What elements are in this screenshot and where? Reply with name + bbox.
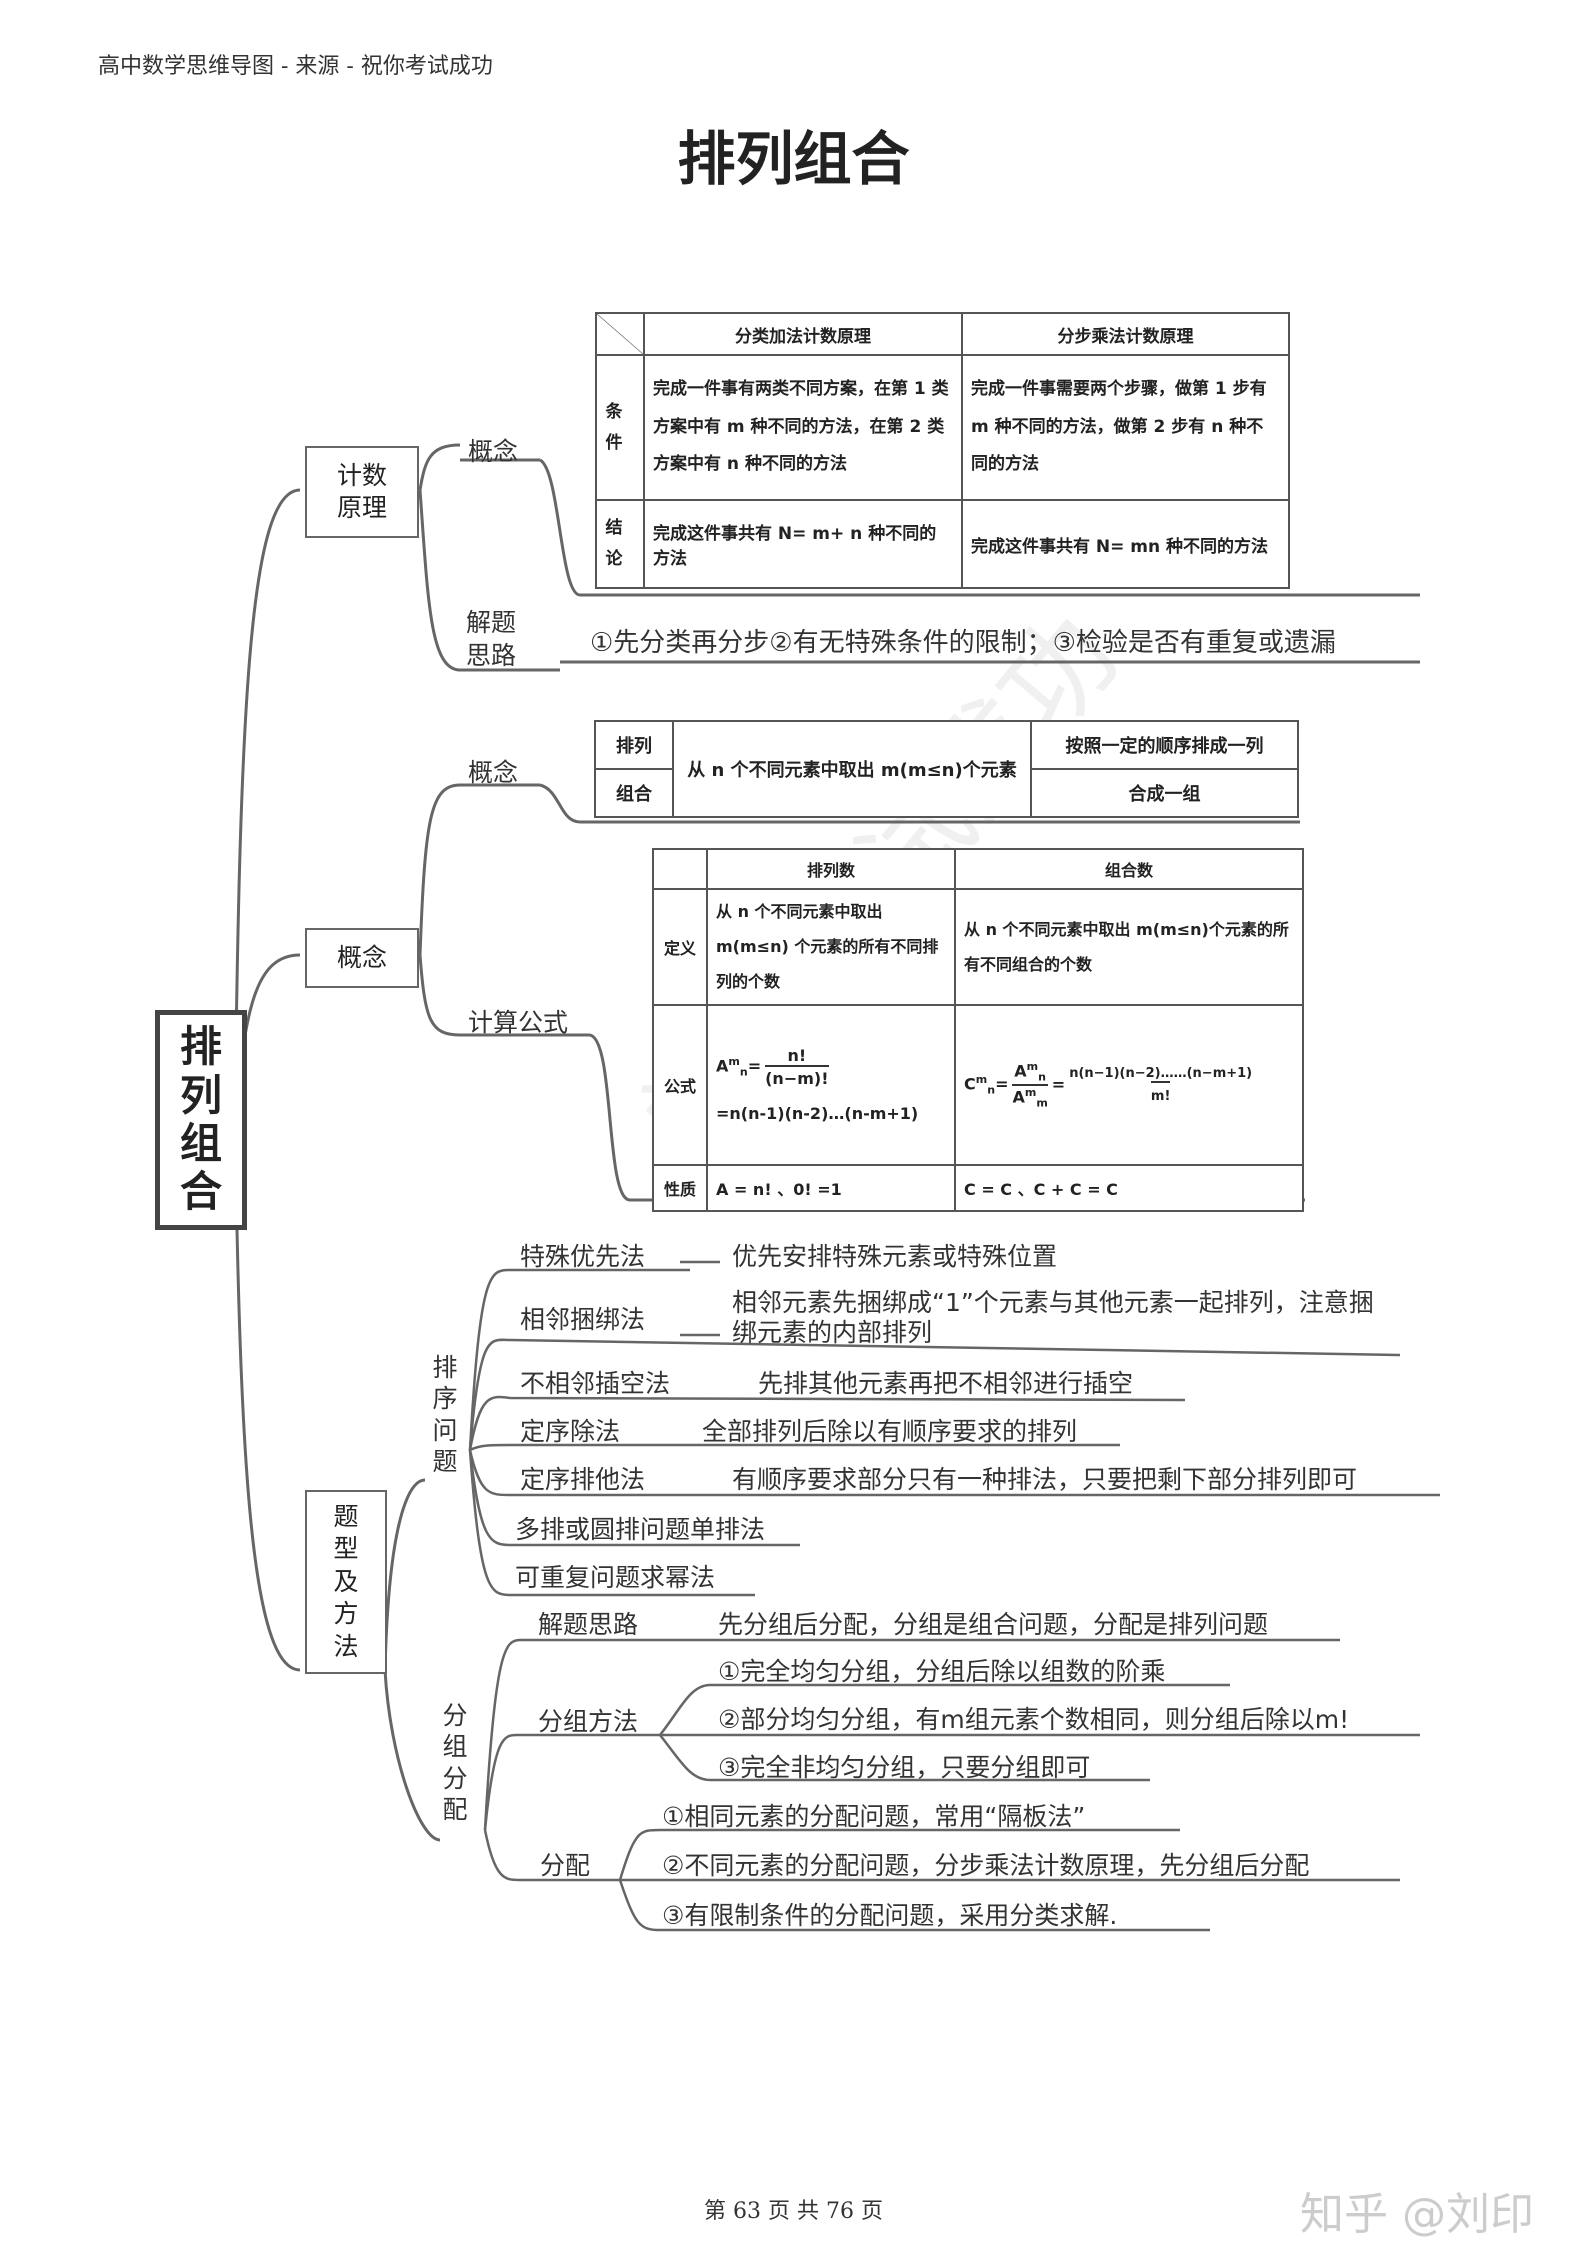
c-denominator: m!	[1150, 1080, 1171, 1104]
page-title: 排列组合	[677, 125, 910, 193]
table-cell: 完成这件事共有 N= m+ n 种不同的方法	[643, 499, 963, 589]
arrange-item-name: 多排或圆排问题单排法	[515, 1515, 766, 1544]
node-concept: 概念	[305, 928, 419, 988]
brand-watermark: 知乎 @刘印	[1300, 2189, 1534, 2240]
concept-formula-label: 计算公式	[468, 1008, 569, 1037]
table-cell: 从 n 个不同元素中取出 m(m≤n)个元素	[672, 720, 1032, 818]
arrange-item-desc: 优先安排特殊元素或特殊位置	[732, 1242, 1058, 1271]
group-method-item: ③完全非均匀分组，只要分组即可	[718, 1753, 1091, 1782]
counting-method-text: ①先分类再分步②有无特殊条件的限制；③检验是否有重复或遗漏	[590, 628, 1336, 658]
table-corner	[652, 848, 708, 890]
group-method-label: 分组方法	[538, 1707, 639, 1736]
concept-sub-concept-label: 概念	[468, 758, 519, 787]
node-types: 题型及方法	[305, 1490, 387, 1674]
table-col-header: 分类加法计数原理	[643, 312, 963, 356]
table-col-header: 组合数	[954, 848, 1304, 890]
perm-comb-definition-table: 排列 从 n 个不同元素中取出 m(m≤n)个元素 按照一定的顺序排成一列 组合…	[594, 720, 1299, 818]
counting-principle-table: 分类加法计数原理 分步乘法计数原理 条件 完成一件事有两类不同方案，在第 1 类…	[595, 312, 1290, 589]
table-col-header: 分步乘法计数原理	[961, 312, 1290, 356]
perm-comb-formula-table: 排列数 组合数 定义 从 n 个不同元素中取出 m(m≤n) 个元素的所有不同排…	[652, 848, 1304, 1212]
arrange-problem-label: 排序问题	[432, 1353, 458, 1476]
distribute-item: ①相同元素的分配问题，常用“隔板法”	[662, 1802, 1086, 1831]
arrange-item-desc: 先排其他元素再把不相邻进行插空	[758, 1369, 1134, 1398]
group-method-item: ①完全均匀分组，分组后除以组数的阶乘	[718, 1657, 1166, 1686]
arrange-item-name: 定序除法	[520, 1417, 621, 1446]
group-idea-text: 先分组后分配，分组是组合问题，分配是排列问题	[718, 1610, 1269, 1639]
table-cell: 完成这件事共有 N= mn 种不同的方法	[961, 499, 1290, 589]
c-numerator: n(n−1)(n−2)……(n−m+1)	[1069, 1065, 1253, 1081]
table-row-header: 性质	[652, 1163, 708, 1212]
table-cell: Cmn= Amn Amm = n(n−1)(n−2)……(n−m+1) m!	[954, 1003, 1304, 1166]
a-denominator: (n−m)!	[765, 1065, 829, 1088]
table-cell: 从 n 个不同元素中取出 m(m≤n) 个元素的所有不同排列的个数	[706, 888, 956, 1006]
table-cell: 按照一定的顺序排成一列	[1030, 720, 1299, 770]
a-numerator: n!	[787, 1046, 807, 1066]
distribute-item: ③有限制条件的分配问题，采用分类求解.	[662, 1901, 1118, 1930]
a-expansion: =n(n-1)(n-2)…(n-m+1)	[716, 1104, 919, 1124]
table-corner	[595, 312, 645, 356]
page-footer: 第 63 页 共 76 页	[704, 2199, 883, 2224]
table-cell: 完成一件事有两类不同方案，在第 1 类方案中有 m 种不同的方法，在第 2 类方…	[643, 354, 963, 501]
arrange-item-name: 可重复问题求幂法	[515, 1563, 716, 1592]
table-cell: Amn= n! (n−m)! =n(n-1)(n-2)…(n-m+1)	[706, 1003, 956, 1166]
page-header: 高中数学思维导图 - 来源 - 祝你考试成功	[98, 54, 493, 79]
arrange-item-name: 定序排他法	[520, 1465, 646, 1494]
table-row-header: 条件	[595, 354, 645, 501]
arrange-item-name: 相邻捆绑法	[520, 1305, 646, 1334]
table-col-header: 排列数	[706, 848, 956, 890]
counting-concept-label: 概念	[468, 437, 519, 466]
table-cell: 完成一件事需要两个步骤，做第 1 步有 m 种不同的方法，做第 2 步有 n 种…	[961, 354, 1290, 501]
arrange-item-name: 特殊优先法	[520, 1242, 646, 1271]
distribute-item: ②不同元素的分配问题，分步乘法计数原理，先分组后分配	[662, 1851, 1310, 1880]
table-row-header: 结论	[595, 499, 645, 589]
node-counting-label: 计数原理	[336, 460, 387, 523]
root-label: 排列组合	[179, 1022, 222, 1217]
distribute-label: 分配	[540, 1851, 591, 1880]
table-cell: 合成一组	[1030, 768, 1299, 818]
node-counting: 计数原理	[305, 446, 419, 538]
table-row-header: 定义	[652, 888, 708, 1006]
counting-method-label: 解题思路	[466, 608, 517, 670]
table-cell: C = C 、C + C = C	[954, 1163, 1304, 1212]
group-method-item: ②部分均匀分组，有m组元素个数相同，则分组后除以m!	[718, 1705, 1350, 1734]
node-types-label: 题型及方法	[333, 1501, 359, 1661]
arrange-item-name: 不相邻插空法	[520, 1369, 671, 1398]
arrange-item-desc: 全部排列后除以有顺序要求的排列	[702, 1417, 1078, 1446]
arrange-item-desc: 相邻元素先捆绑成“1”个元素与其他元素一起排列，注意捆绑元素的内部排列	[732, 1288, 1374, 1347]
node-concept-label: 概念	[336, 942, 387, 972]
table-cell: 从 n 个不同元素中取出 m(m≤n)个元素的所有不同组合的个数	[954, 888, 1304, 1006]
arrange-item-desc: 有顺序要求部分只有一种排法，只要把剩下部分排列即可	[732, 1465, 1358, 1494]
table-row-header: 排列	[594, 720, 674, 770]
group-distribute-label: 分组分配	[442, 1701, 468, 1824]
group-idea-label: 解题思路	[538, 1610, 639, 1639]
table-cell: A = n! 、0! =1	[706, 1163, 956, 1212]
root-node: 排列组合	[155, 1010, 247, 1230]
table-row-header: 公式	[652, 1003, 708, 1166]
table-row-header: 组合	[594, 768, 674, 818]
